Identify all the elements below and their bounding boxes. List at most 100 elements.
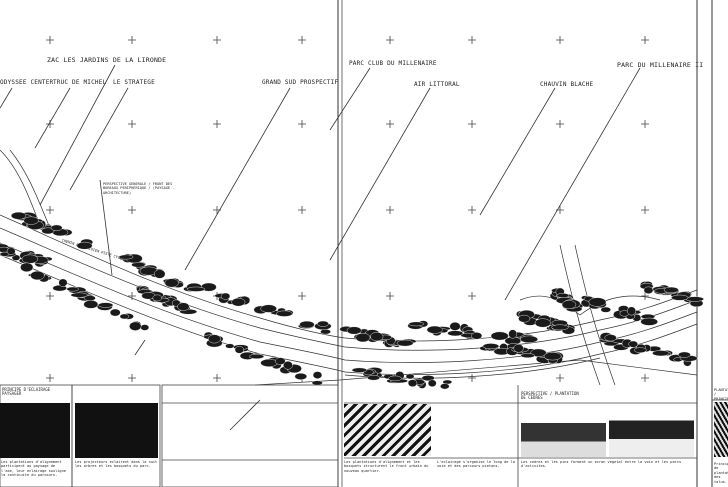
grid-cross	[556, 374, 564, 382]
tree-mark	[351, 367, 368, 373]
tree-mark	[627, 306, 637, 316]
tree-mark	[426, 325, 443, 334]
tree-mark	[20, 262, 34, 272]
label-air-littoral: AIR LITTORAL	[414, 81, 460, 88]
tree-mark	[30, 270, 45, 281]
panel-6-perspective-2	[609, 405, 694, 457]
tree-mark	[508, 329, 518, 339]
tree-mark	[518, 314, 531, 323]
grid-cross	[298, 292, 306, 300]
tree-mark	[678, 351, 691, 358]
panel-4-caption: Les plantations d'alignement et les bosq…	[344, 460, 429, 473]
grid-cross	[46, 120, 54, 128]
tree-mark	[551, 324, 569, 331]
tree-mark	[299, 320, 315, 329]
panel-2-night-photo	[75, 403, 158, 458]
label-truc-de-michel: TRUC DE MICHEL	[53, 79, 107, 86]
grid-cross	[468, 36, 476, 44]
label-zac-jardins: ZAC LES JARDINS DE LA LIRONDE	[47, 56, 167, 64]
tree-mark	[41, 227, 55, 235]
tree-mark	[440, 383, 450, 390]
tree-mark	[388, 375, 402, 382]
tree-mark	[396, 339, 414, 347]
tree-mark	[355, 332, 371, 343]
tree-mark	[685, 296, 704, 302]
tree-mark	[83, 300, 99, 309]
tree-mark	[312, 371, 323, 379]
tree-mark	[471, 332, 483, 340]
tree-mark	[220, 292, 231, 300]
note-front-bureaux: PERSPECTIVE GENERALE / FRONT DES BUREAUX…	[103, 182, 175, 195]
tree-mark	[50, 224, 63, 231]
panel-1-title: PRINCIPE D'ECLAIRAGE PAYSAGER	[2, 387, 51, 397]
tree-mark	[58, 278, 68, 287]
tree-mark	[70, 292, 89, 298]
tree-mark	[640, 317, 658, 326]
tree-mark	[320, 329, 331, 335]
tree-mark	[66, 286, 79, 292]
grid-cross	[128, 36, 136, 44]
tree-mark	[76, 241, 93, 250]
tree-mark	[628, 340, 638, 348]
panel-1-caption: Les plantations d'alignement participent…	[1, 460, 66, 478]
tree-mark	[234, 346, 244, 354]
grid-cross	[298, 206, 306, 214]
grid-cross	[468, 374, 476, 382]
tree-mark	[490, 331, 509, 341]
tree-mark	[449, 322, 461, 331]
tree-mark	[152, 294, 162, 302]
tree-mark	[10, 211, 27, 220]
tree-mark	[129, 321, 142, 331]
panel-4-sketch	[344, 404, 431, 456]
label-le-stratege: LE STRATEGE	[113, 79, 155, 86]
grid-cross	[213, 374, 221, 382]
tree-mark	[421, 375, 435, 382]
grid-cross	[128, 120, 136, 128]
tree-mark	[260, 304, 277, 313]
grid-cross	[298, 120, 306, 128]
grid-cross	[641, 36, 649, 44]
tree-mark	[600, 306, 611, 313]
tree-mark	[186, 286, 206, 292]
tree-mark	[164, 278, 179, 288]
tree-mark	[177, 302, 190, 311]
grid-cross	[468, 292, 476, 300]
tree-mark	[556, 293, 570, 298]
tree-mark	[346, 326, 362, 335]
panel-1-night-photo	[0, 403, 70, 458]
panel-frames	[0, 384, 728, 487]
grid-cross	[128, 374, 136, 382]
grid-cross	[556, 36, 564, 44]
tree-mark	[447, 330, 464, 337]
tree-mark	[248, 354, 265, 359]
tree-mark	[604, 334, 617, 342]
tree-mark	[671, 294, 689, 301]
tree-mark	[119, 313, 129, 320]
label-grand-sud-prospectif: GRAND SUD PROSPECTIF	[262, 79, 339, 86]
tree-mark	[231, 297, 246, 307]
tree-mark	[407, 379, 418, 387]
label-parc-club: PARC CLUB DU MILLENAIRE	[349, 60, 437, 67]
panel-2-caption: Les projecteurs eclairent dans la nuit l…	[75, 460, 158, 469]
grid-cross	[641, 206, 649, 214]
tree-mark	[275, 357, 286, 365]
grid-cross	[468, 120, 476, 128]
tree-mark	[513, 344, 524, 353]
tree-mark	[408, 321, 425, 327]
tree-mark	[534, 318, 551, 328]
tree-mark	[543, 352, 562, 361]
panel-5-caption: L'eclairage s'organise le long de la voi…	[437, 460, 515, 469]
grid-cross	[556, 120, 564, 128]
grid-cross	[641, 374, 649, 382]
tree-masses	[0, 211, 704, 390]
grid-cross	[128, 292, 136, 300]
tree-mark	[370, 332, 384, 342]
tree-mark	[283, 361, 293, 370]
tree-mark	[317, 320, 329, 327]
panel-6-perspective	[521, 405, 606, 457]
grid-cross	[641, 292, 649, 300]
label-chauvin-blache: CHAUVIN BLACHE	[540, 81, 594, 88]
panel-6-caption: Les cedres et les pins forment un ecran …	[521, 460, 682, 469]
grid-cross	[386, 36, 394, 44]
